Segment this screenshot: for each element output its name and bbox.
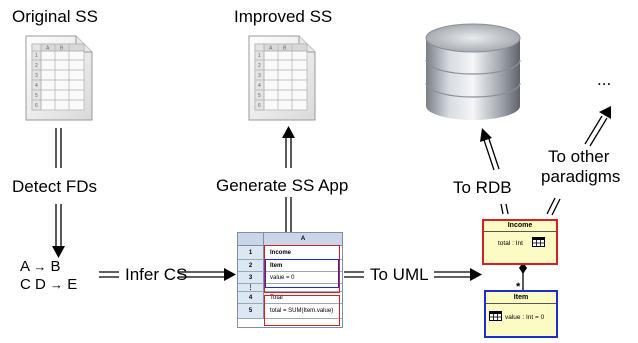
row-number: ⋮ — [238, 284, 264, 291]
row-number: 4 — [238, 292, 264, 303]
row-number: 1 — [238, 246, 264, 259]
uml-multiplicity: * — [516, 281, 521, 293]
arrow-right-icon: → — [33, 259, 47, 274]
uml-item-attr: value : Int = 0 — [505, 313, 545, 321]
label-generate-ss-app: Generate SS App — [216, 176, 349, 195]
uml-income-name: Income — [484, 221, 556, 232]
table-icon — [489, 311, 502, 323]
label-to-other-line1: To other — [548, 147, 610, 166]
label-ellipsis: ... — [597, 70, 612, 89]
ss-col-b: B — [60, 46, 64, 52]
item-range-outline — [265, 259, 339, 288]
row-cell: Total — [270, 294, 283, 301]
improved-ss-icon: A B 1 2 3 4 5 6 — [248, 35, 316, 121]
col-header-a: A — [300, 236, 306, 242]
database-icon — [425, 23, 521, 120]
label-detect-fds: Detect FDs — [12, 177, 98, 196]
svg-text:B: B — [283, 46, 287, 52]
app-table-row: 5 total = SUM(Item.value) — [238, 304, 342, 319]
fd-list: A → B C D → E — [20, 258, 77, 294]
app-table-rows: 1 Income 2 Item 3 value = 0 ⋮4 Total 5 total = SU… — [238, 246, 342, 319]
row-cell: Item — [270, 262, 283, 269]
row-cell: total = SUM(Item.value) — [270, 308, 334, 314]
svg-text:1: 1 — [35, 53, 38, 59]
row-cell: value = 0 — [270, 274, 295, 281]
svg-text:3: 3 — [258, 73, 261, 79]
fd-row: C D → E — [20, 276, 78, 293]
uml-item-class: Item value : Int = 0 — [484, 290, 558, 338]
row-number: 5 — [238, 304, 264, 318]
uml-income-attr: total : Int — [498, 239, 523, 247]
label-improved-ss: Improved SS — [234, 7, 333, 26]
svg-text:3: 3 — [35, 73, 38, 79]
svg-text:5: 5 — [35, 93, 38, 99]
svg-text:6: 6 — [35, 103, 38, 109]
ss-col-a: A — [46, 46, 50, 52]
label-to-other-line2: paradigms — [541, 167, 621, 186]
uml-item-name: Item — [486, 292, 556, 304]
row-number: 3 — [238, 272, 264, 283]
app-table-row: 3 value = 0 — [238, 272, 342, 284]
row-number: 2 — [238, 260, 264, 271]
svg-text:2: 2 — [35, 63, 38, 69]
uml-income-class: Income total : Int — [482, 219, 558, 265]
fd-row: A → B — [20, 258, 61, 275]
total-range-outline — [264, 295, 340, 326]
svg-text:5: 5 — [258, 93, 261, 99]
table-icon — [531, 237, 545, 249]
app-table: A 1 Income 2 Item 3 value = 0 ⋮4 Total 5 total = … — [237, 232, 343, 328]
svg-text:2: 2 — [258, 63, 261, 69]
income-range-outline — [264, 245, 340, 293]
label-original-ss: Original SS — [12, 7, 98, 26]
svg-text:4: 4 — [35, 83, 38, 89]
arrow-right-icon: → — [50, 277, 64, 292]
label-infer-cs: Infer CS — [125, 265, 188, 284]
svg-text:A: A — [269, 46, 273, 52]
row-cell: Income — [270, 249, 292, 256]
app-table-row: 4 Total — [238, 292, 342, 304]
label-to-uml: To UML — [370, 265, 429, 284]
app-table-row: 2 Item — [238, 260, 342, 272]
svg-text:4: 4 — [258, 83, 261, 89]
app-table-row: ⋮ — [238, 284, 342, 292]
svg-text:6: 6 — [258, 103, 261, 109]
label-to-rdb: To RDB — [453, 178, 512, 197]
svg-text:1: 1 — [258, 53, 261, 59]
original-ss-icon: A B 1 2 3 4 5 6 — [25, 35, 93, 121]
